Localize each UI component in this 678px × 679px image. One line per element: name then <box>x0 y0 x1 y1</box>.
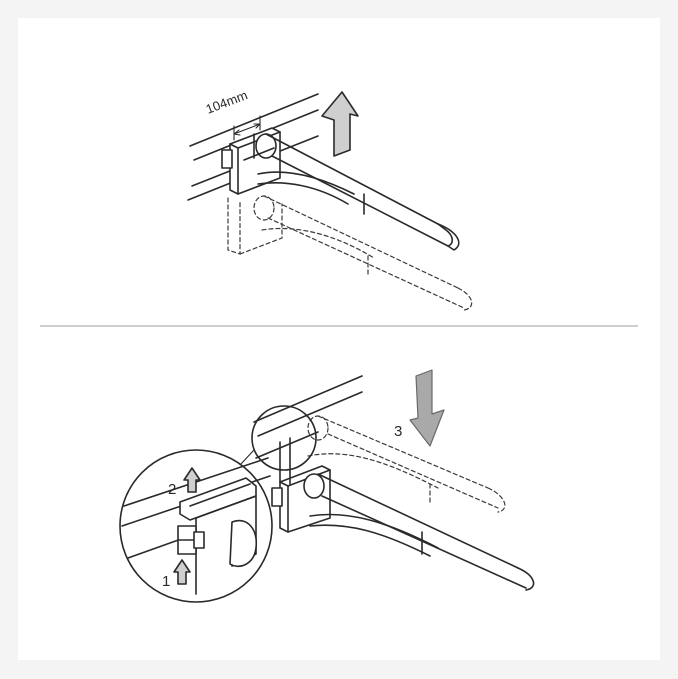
diagram-frame: 104mm <box>18 18 660 660</box>
step-2-label: 2 <box>168 481 176 498</box>
step-3-label: 3 <box>394 423 402 440</box>
top-grab-bar-raised <box>257 133 460 251</box>
bottom-wall-rail <box>253 375 363 459</box>
top-panel: 104mm <box>187 87 473 311</box>
bottom-grab-bar-lowered <box>309 473 535 591</box>
step-3-arrow-icon <box>409 369 445 447</box>
bottom-bracket-lowered <box>271 437 331 533</box>
magnified-detail <box>119 449 273 603</box>
top-bracket-raised <box>221 127 281 195</box>
step-1-arrow-icon <box>173 559 191 585</box>
bottom-grab-bar-raised-ghost <box>307 415 506 513</box>
step-2-arrow-icon <box>183 467 201 493</box>
bottom-panel: 1 2 3 <box>119 369 535 603</box>
raise-arrow-icon <box>321 91 359 157</box>
width-dimension: 104mm <box>204 87 261 141</box>
dimension-label: 104mm <box>204 87 250 117</box>
step-1-label: 1 <box>162 573 170 590</box>
top-bracket-lowered-ghost <box>227 195 473 311</box>
instruction-diagram: 104mm <box>40 87 638 603</box>
detail-focus-circle <box>251 405 317 471</box>
